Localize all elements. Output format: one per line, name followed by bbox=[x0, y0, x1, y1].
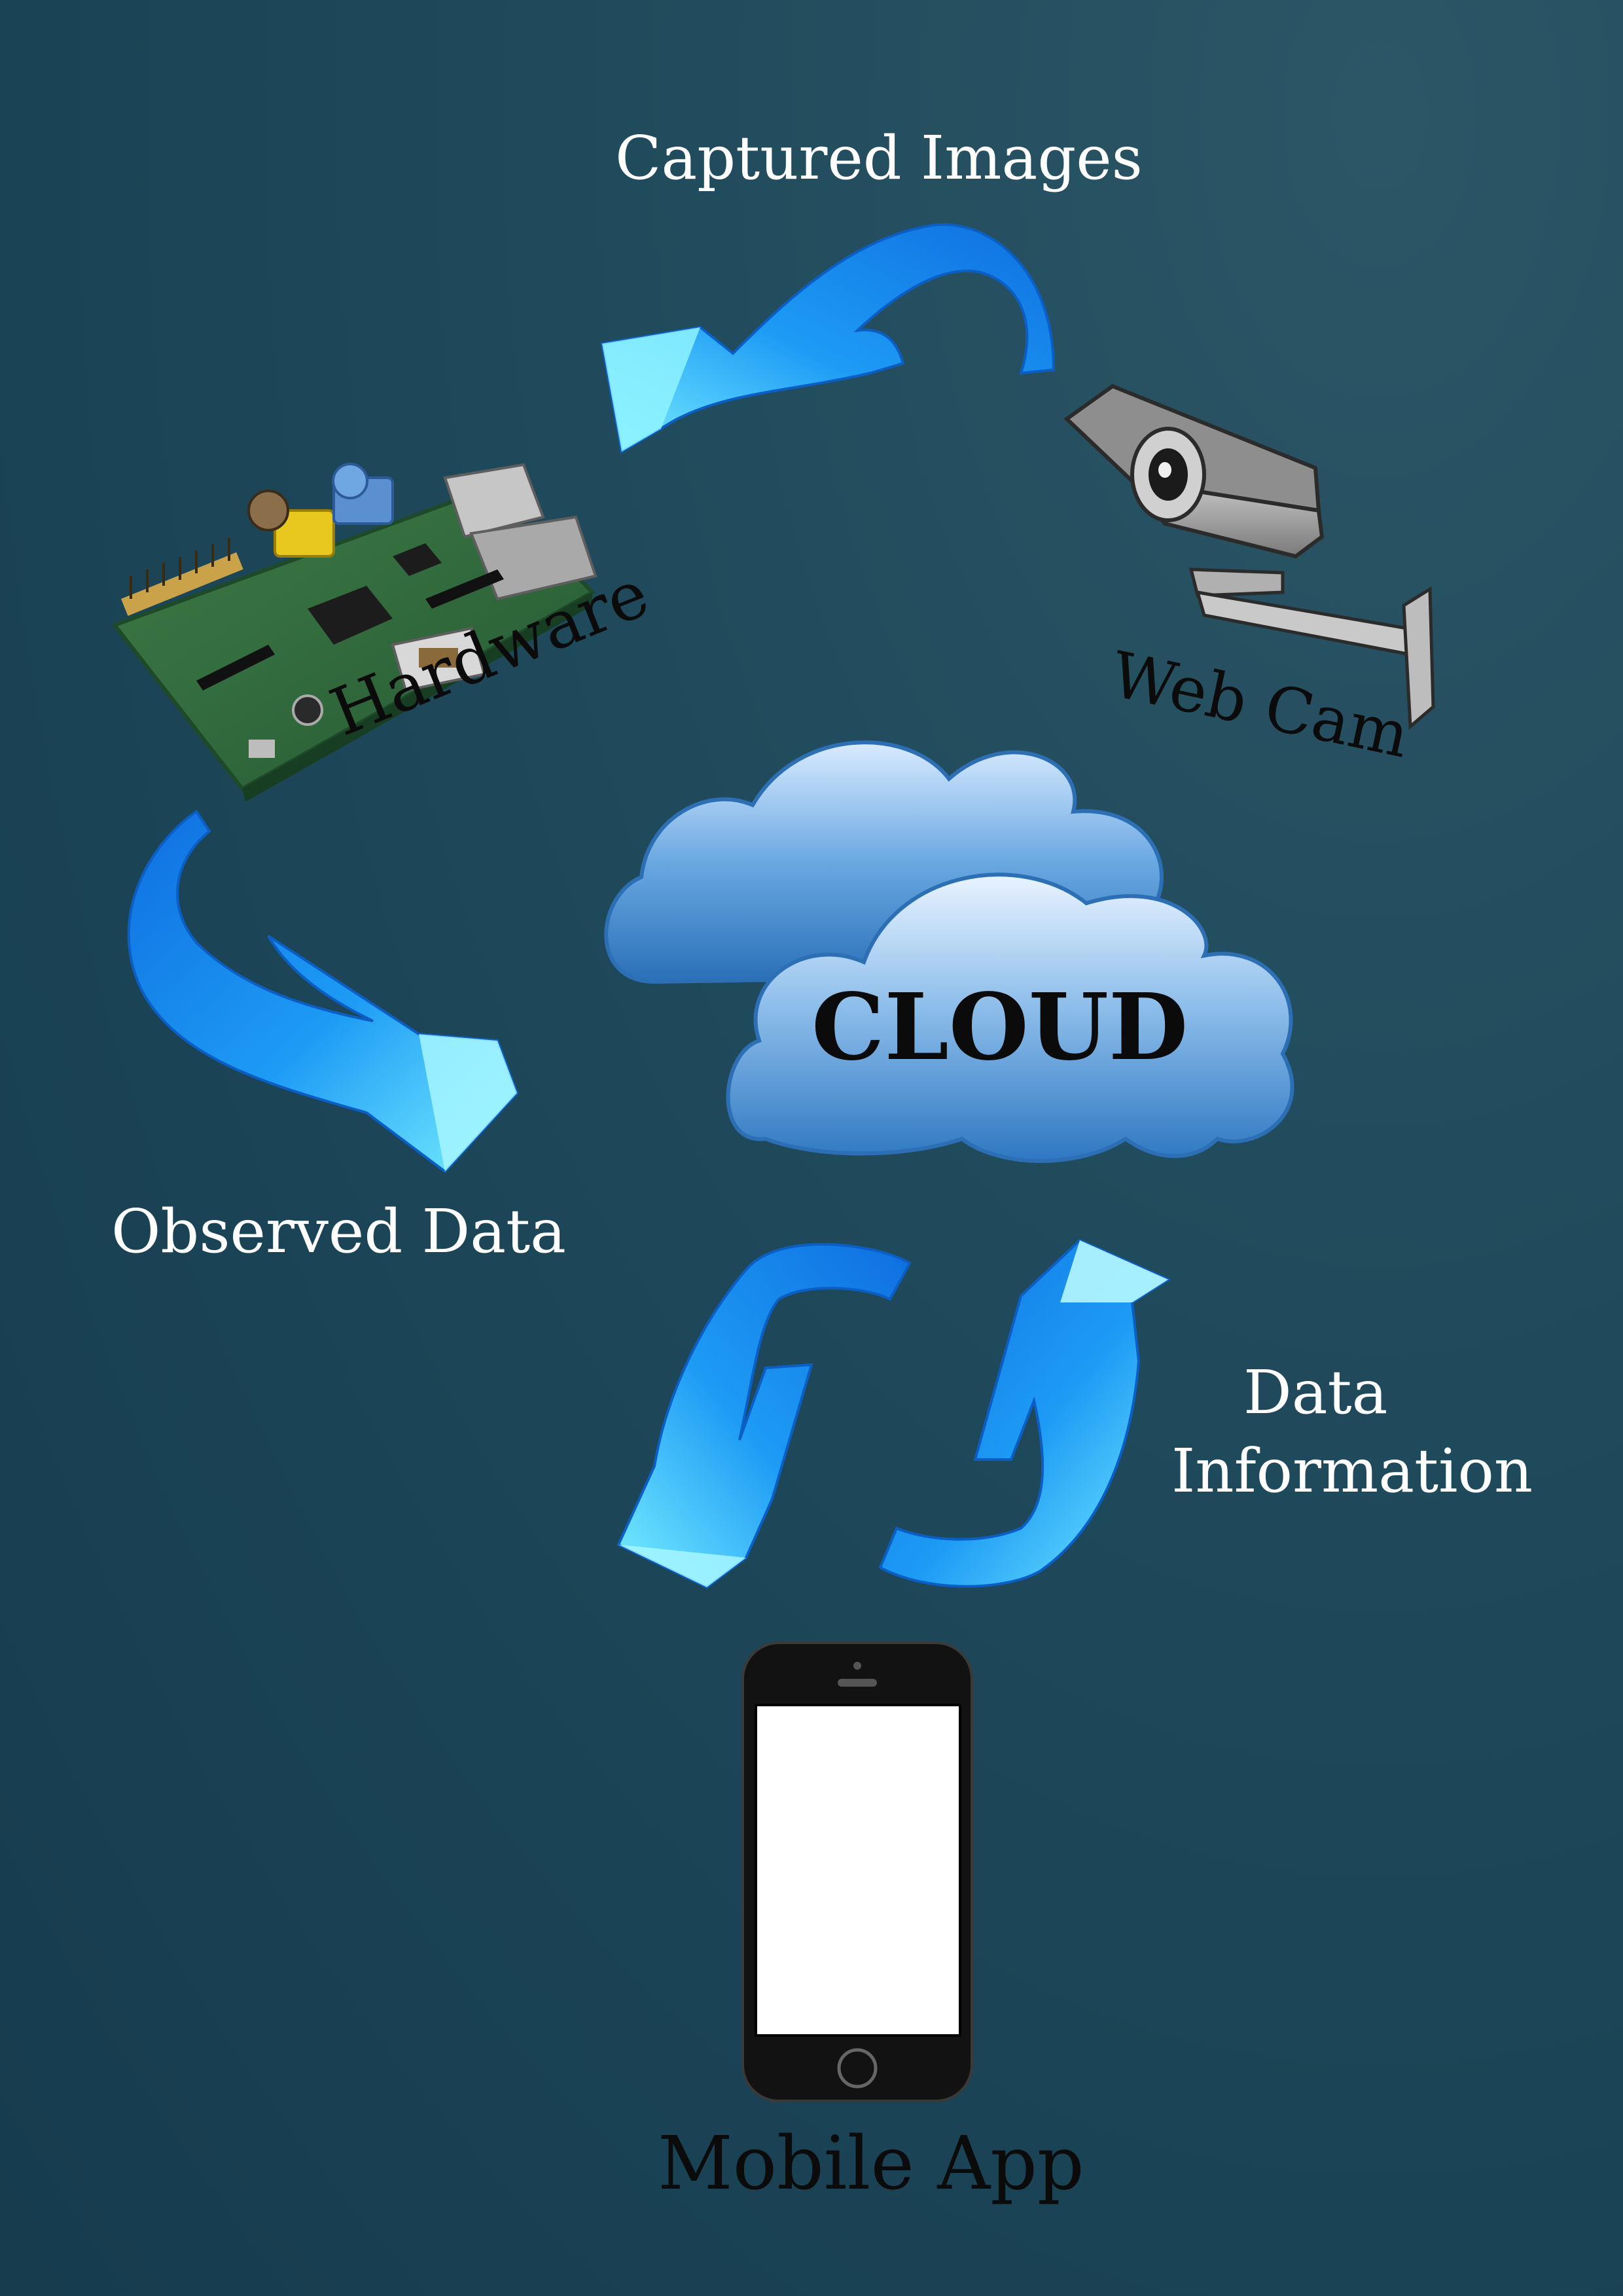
cloud-icon bbox=[604, 740, 1294, 1163]
label-mobile-app: Mobile App bbox=[658, 2121, 1084, 2206]
security-camera-icon bbox=[1063, 384, 1435, 730]
arrow-cloud-to-mobile bbox=[616, 1243, 912, 1589]
arrow-hardware-to-observed bbox=[127, 810, 519, 1174]
label-cloud: CLOUD bbox=[812, 974, 1188, 1081]
label-data-information-line1: Data bbox=[1243, 1357, 1388, 1427]
label-observed-data: Observed Data bbox=[111, 1196, 566, 1266]
arrow-mobile-to-cloud bbox=[878, 1238, 1171, 1588]
raspberry-pi-board-icon bbox=[111, 463, 597, 802]
label-data-information-line2: Information bbox=[1171, 1436, 1533, 1506]
label-captured-images: Captured Images bbox=[615, 123, 1143, 193]
arrow-webcam-to-hardware bbox=[600, 223, 1056, 454]
smartphone-icon bbox=[741, 1641, 973, 2102]
